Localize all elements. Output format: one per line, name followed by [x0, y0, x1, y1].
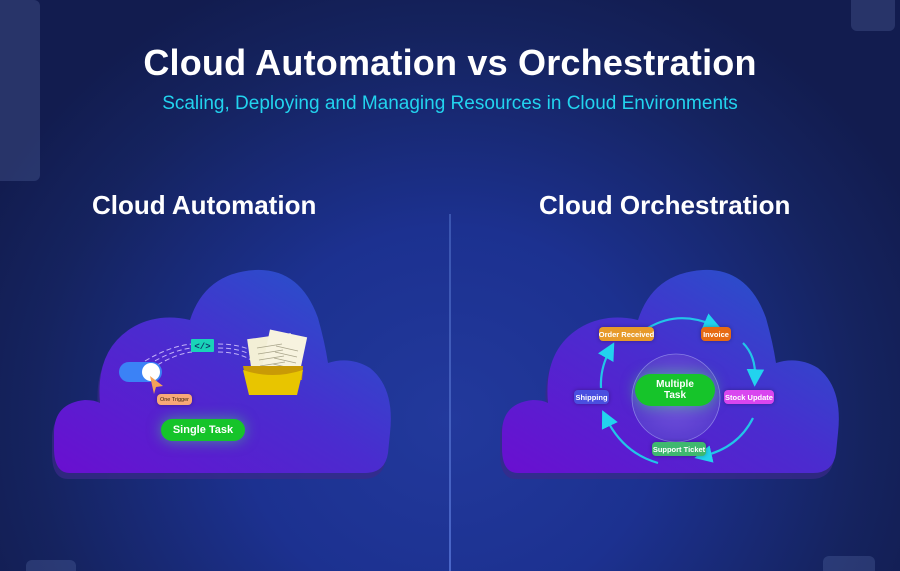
svg-text:</>: </> — [194, 342, 210, 352]
step-shipping: Shipping — [574, 390, 609, 404]
single-task-badge: Single Task — [161, 419, 245, 441]
automation-heading: Cloud Automation — [92, 190, 317, 220]
decor-block-bottom-right — [823, 556, 875, 571]
page-subtitle: Scaling, Deploying and Managing Resource… — [162, 93, 738, 114]
step-stock-update: Stock Update — [724, 390, 774, 404]
step-support-ticket: Support Ticket — [652, 442, 706, 456]
code-icon — [191, 339, 214, 352]
step-invoice: Invoice — [701, 327, 731, 341]
cycle-arrows-icon — [598, 313, 765, 465]
step-order-received: Order Received — [599, 327, 654, 341]
decor-block-bottom-left — [26, 560, 76, 571]
section-divider — [449, 214, 451, 571]
one-trigger-label: One Trigger — [157, 394, 192, 405]
page-title: Cloud Automation vs Orchestration — [143, 42, 757, 83]
folder-documents-icon — [243, 329, 308, 395]
multiple-task-badge: Multiple Task — [635, 374, 715, 406]
orchestration-heading: Cloud Orchestration — [539, 190, 791, 220]
decor-block-top-right — [851, 0, 895, 31]
automation-cloud-icon: </> — [52, 269, 391, 479]
decor-block-top-left — [0, 0, 40, 181]
cursor-icon — [150, 376, 163, 394]
